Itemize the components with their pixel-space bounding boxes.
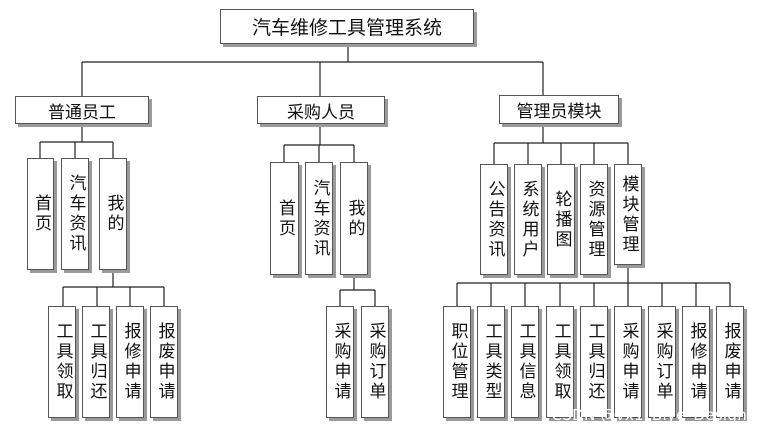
child-node: 资源管理 <box>580 164 608 275</box>
leaf-node: 职位管理 <box>443 306 471 418</box>
root-node: 汽车维修工具管理系统 <box>220 9 474 44</box>
leaf-node: 工具领取 <box>546 306 574 418</box>
leaf-node: 工具类型 <box>477 306 505 418</box>
child-node: 我的 <box>99 158 127 270</box>
module-node-admin: 管理员模块 <box>499 95 619 124</box>
leaf-node: 工具归还 <box>580 306 608 418</box>
module-node-staff: 普通员工 <box>15 96 149 124</box>
leaf-node: 采购订单 <box>361 306 389 418</box>
leaf-node: 报废申请 <box>716 306 744 418</box>
child-node: 汽车资讯 <box>305 162 333 275</box>
leaf-node: 工具信息 <box>511 306 539 418</box>
child-node: 首页 <box>270 162 299 275</box>
module-node-purchaser: 采购人员 <box>257 96 385 124</box>
child-node: 模块管理 <box>614 164 642 265</box>
child-node: 我的 <box>340 162 368 275</box>
child-node: 汽车资讯 <box>61 158 89 270</box>
leaf-node: 工具归还 <box>82 306 110 418</box>
leaf-node: 采购申请 <box>614 306 642 418</box>
child-node: 首页 <box>27 158 54 270</box>
child-node: 公告资讯 <box>480 164 508 275</box>
leaf-node: 采购申请 <box>326 306 354 418</box>
leaf-node: 报修申请 <box>116 306 144 418</box>
watermark: CSDN @vx1_Biye_Design <box>551 406 747 424</box>
leaf-node: 报废申请 <box>150 306 178 418</box>
leaf-node: 报修申请 <box>682 306 710 418</box>
leaf-node: 工具领取 <box>48 306 76 418</box>
child-node: 轮播图 <box>547 164 575 275</box>
child-node: 系统用户 <box>514 164 542 275</box>
leaf-node: 采购订单 <box>648 306 676 418</box>
